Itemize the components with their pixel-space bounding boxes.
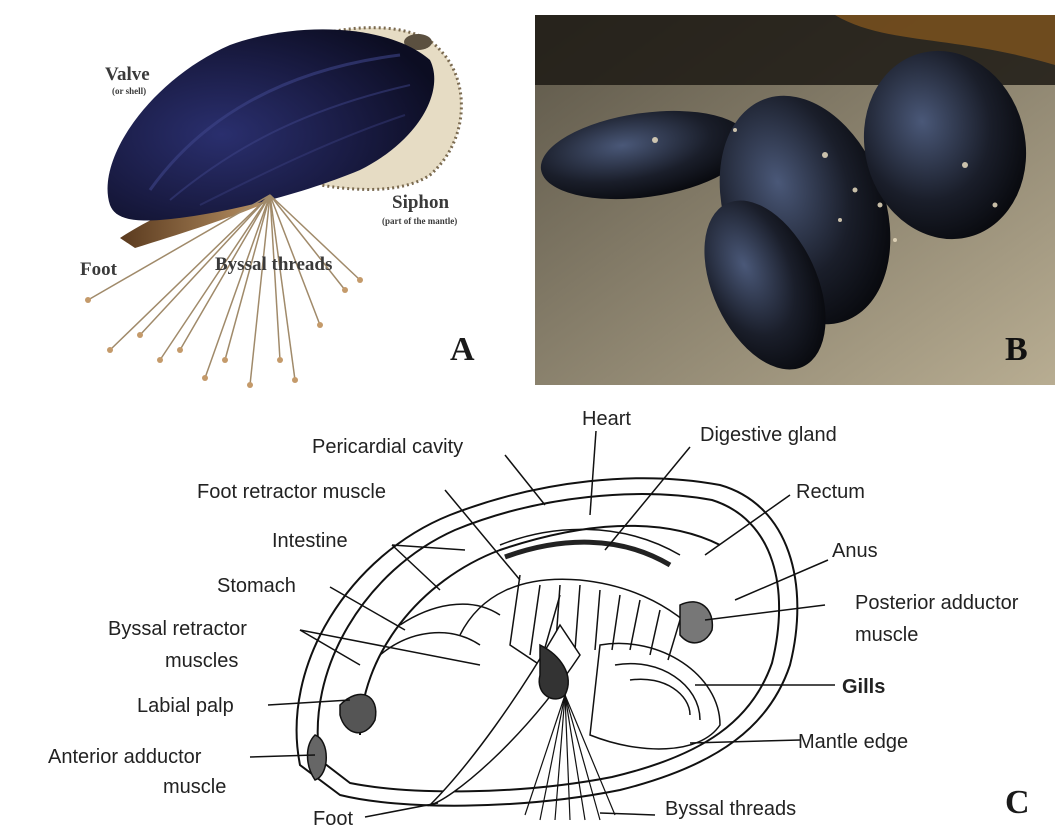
- label-rectum: Rectum: [796, 481, 865, 503]
- label-valve: Valve: [105, 64, 150, 85]
- mussel-anatomy-diagram: Heart Pericardial cavity Digestive gland…: [0, 395, 1055, 830]
- label-intestine: Intestine: [272, 530, 348, 552]
- label-stomach: Stomach: [217, 575, 296, 597]
- label-anus: Anus: [832, 540, 878, 562]
- panel-b-photo: B: [535, 15, 1055, 385]
- mussel-photo: B: [535, 15, 1055, 385]
- label-anterior-adductor-line1: Anterior adductor: [48, 746, 202, 768]
- label-foot: Foot: [313, 808, 353, 830]
- label-byssal-threads: Byssal threads: [665, 798, 796, 820]
- label-siphon: Siphon: [392, 192, 449, 213]
- label-gills: Gills: [842, 676, 885, 698]
- label-posterior-adductor-line1: Posterior adductor: [855, 592, 1019, 614]
- panel-a-illustration: Valve (or shell) Siphon (part of the man…: [0, 0, 530, 395]
- byssal-threads-illustration: [88, 195, 360, 385]
- panel-letter-a: A: [450, 331, 475, 368]
- label-mantle-edge: Mantle edge: [798, 731, 908, 753]
- label-byssal-threads: Byssal threads: [215, 254, 332, 275]
- panel-letter-c: C: [1005, 784, 1030, 821]
- label-foot-retractor-muscle: Foot retractor muscle: [197, 481, 386, 503]
- label-posterior-adductor-line2: muscle: [855, 624, 918, 646]
- label-digestive-gland: Digestive gland: [700, 424, 837, 446]
- label-byssal-retractor-line2: muscles: [165, 650, 238, 672]
- label-labial-palp: Labial palp: [137, 695, 234, 717]
- label-byssal-retractor-line1: Byssal retractor: [108, 618, 247, 640]
- label-foot: Foot: [80, 259, 118, 280]
- label-pericardial-cavity: Pericardial cavity: [312, 436, 463, 458]
- panel-c-anatomy: Heart Pericardial cavity Digestive gland…: [0, 395, 1055, 830]
- mussel-illustration: Valve (or shell) Siphon (part of the man…: [0, 0, 530, 395]
- label-valve-note: (or shell): [112, 86, 146, 96]
- label-anterior-adductor-line2: muscle: [163, 776, 226, 798]
- panel-letter-b: B: [1005, 331, 1028, 368]
- label-siphon-note: (part of the mantle): [382, 216, 457, 226]
- label-heart: Heart: [582, 408, 631, 430]
